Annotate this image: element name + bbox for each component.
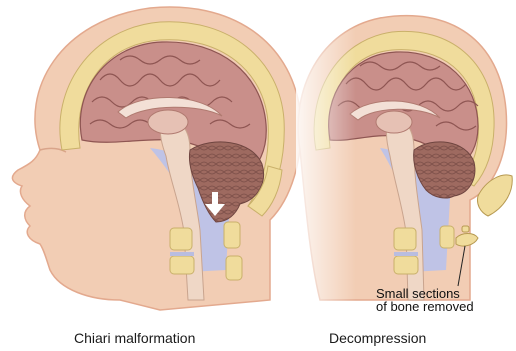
right-thalamus bbox=[376, 111, 412, 133]
left-head-illustration bbox=[12, 7, 301, 310]
annotation-line-2: of bone removed bbox=[376, 300, 474, 313]
decompression-caption: Decompression bbox=[329, 330, 426, 346]
right-disc bbox=[394, 252, 418, 256]
right-head-illustration bbox=[296, 0, 507, 310]
right-head-fade bbox=[296, 0, 356, 310]
chiari-malformation-caption: Chiari malformation bbox=[74, 330, 195, 346]
left-thalamus bbox=[148, 110, 188, 134]
left-disc bbox=[170, 252, 194, 256]
removed-bone-piece-tiny bbox=[462, 226, 469, 232]
removed-bone-piece-small bbox=[456, 234, 478, 247]
bone-removed-annotation: Small sections of bone removed bbox=[376, 287, 474, 313]
